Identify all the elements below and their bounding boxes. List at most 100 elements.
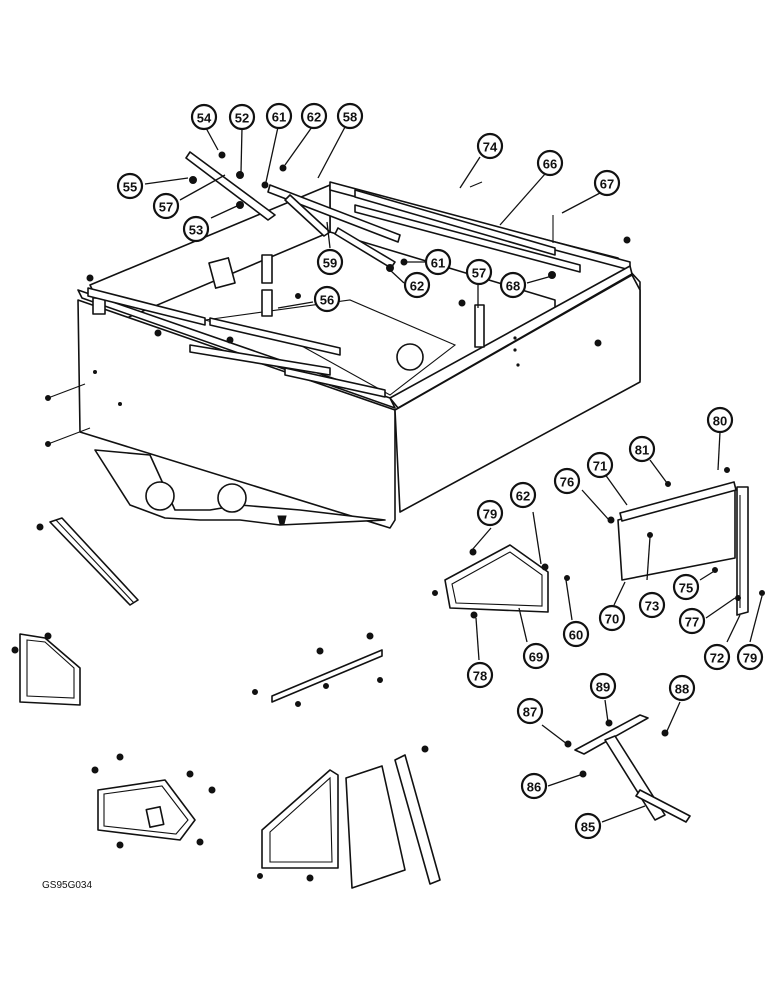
- callout-circle: [638, 591, 666, 619]
- warning-decal: [208, 257, 236, 289]
- callout-label: 79: [483, 507, 497, 522]
- panel-70: [607, 467, 737, 581]
- callout-label: 53: [189, 223, 203, 238]
- callout-58: 58: [336, 102, 364, 130]
- rod-57: [185, 151, 276, 221]
- callout-circle: [516, 697, 544, 725]
- callout-72: 72: [703, 643, 731, 671]
- callout-circle: [499, 271, 527, 299]
- callout-circle: [465, 258, 493, 286]
- callout-61: 61: [424, 248, 452, 276]
- middle-rail: [252, 632, 383, 707]
- callout-54: 54: [190, 103, 218, 131]
- callout-71: 71: [586, 451, 614, 479]
- callout-57: 57: [465, 258, 493, 286]
- callout-label: 62: [410, 279, 424, 294]
- callout-67: 67: [593, 169, 621, 197]
- callout-circle: [586, 451, 614, 479]
- callout-circle: [593, 169, 621, 197]
- callout-circle: [116, 172, 144, 200]
- callout-label: 79: [743, 651, 757, 666]
- callout-circle: [336, 102, 364, 130]
- sump-port-right: [217, 483, 247, 513]
- strip-56: [209, 317, 341, 356]
- panel-69: [432, 544, 570, 619]
- top-strips: [87, 151, 581, 398]
- callout-label: 88: [675, 682, 689, 697]
- callout-circle: [553, 467, 581, 495]
- sump-port-left: [145, 481, 175, 511]
- callout-circle: [536, 149, 564, 177]
- callout-56: 56: [313, 285, 341, 313]
- callout-circle: [190, 103, 218, 131]
- callout-circle: [589, 672, 617, 700]
- callout-57: 57: [152, 192, 180, 220]
- callout-label: 78: [473, 669, 487, 684]
- callout-label: 66: [543, 157, 557, 172]
- callout-76: 76: [553, 467, 581, 495]
- callout-79: 79: [736, 643, 764, 671]
- callout-circle: [668, 674, 696, 702]
- rod-59: [284, 194, 331, 237]
- callout-74: 74: [476, 132, 504, 160]
- callout-label: 56: [320, 293, 334, 308]
- callout-label: 59: [323, 256, 337, 271]
- callout-60: 60: [562, 620, 590, 648]
- callout-label: 62: [516, 489, 530, 504]
- callout-53: 53: [182, 215, 210, 243]
- callout-label: 77: [685, 615, 699, 630]
- bracket-56-lower: [261, 289, 273, 317]
- strip-front-mid: [189, 344, 331, 376]
- callout-55: 55: [116, 172, 144, 200]
- callout-label: 69: [529, 650, 543, 665]
- callout-label: 73: [645, 599, 659, 614]
- callout-circle: [509, 481, 537, 509]
- callout-label: 60: [569, 628, 583, 643]
- callout-circle: [228, 103, 256, 131]
- callout-circle: [574, 812, 602, 840]
- callout-62: 62: [403, 271, 431, 299]
- leader-lines: [144, 126, 763, 823]
- hopper-right-rim: [389, 265, 633, 409]
- callout-85: 85: [574, 812, 602, 840]
- callout-87: 87: [516, 697, 544, 725]
- callout-68: 68: [499, 271, 527, 299]
- callout-label: 61: [431, 256, 445, 271]
- callout-label: 52: [235, 111, 249, 126]
- callout-circle: [182, 215, 210, 243]
- callout-circle: [598, 604, 626, 632]
- drain-bolt: [277, 515, 287, 525]
- callout-79: 79: [476, 499, 504, 527]
- bracket-56-upper: [261, 254, 273, 284]
- strip-66: [354, 189, 556, 256]
- callout-70: 70: [598, 604, 626, 632]
- bracket-57: [474, 304, 485, 348]
- callout-label: 74: [483, 140, 498, 155]
- callout-label: 57: [159, 200, 173, 215]
- callout-circle: [522, 642, 550, 670]
- hopper-right-wall: [394, 274, 641, 513]
- strip-front-left: [87, 287, 206, 326]
- callout-label: 67: [600, 177, 614, 192]
- bracket-assembly-85: [564, 714, 691, 823]
- callout-label: 68: [506, 279, 520, 294]
- main-fasteners: [45, 151, 631, 447]
- callout-86: 86: [520, 772, 548, 800]
- callout-label: 85: [581, 820, 595, 835]
- callout-circle: [672, 573, 700, 601]
- callout-circle: [628, 435, 656, 463]
- callout-circle: [466, 661, 494, 689]
- callout-circle: [313, 285, 341, 313]
- callout-75: 75: [672, 573, 700, 601]
- callout-73: 73: [638, 591, 666, 619]
- left-slanted-bar: [36, 517, 139, 606]
- callout-circle: [424, 248, 452, 276]
- callout-label: 70: [605, 612, 619, 627]
- hopper-front-wall: [77, 299, 396, 529]
- callout-80: 80: [706, 406, 734, 434]
- callout-label: 54: [197, 111, 212, 126]
- callout-label: 80: [713, 414, 727, 429]
- callout-89: 89: [589, 672, 617, 700]
